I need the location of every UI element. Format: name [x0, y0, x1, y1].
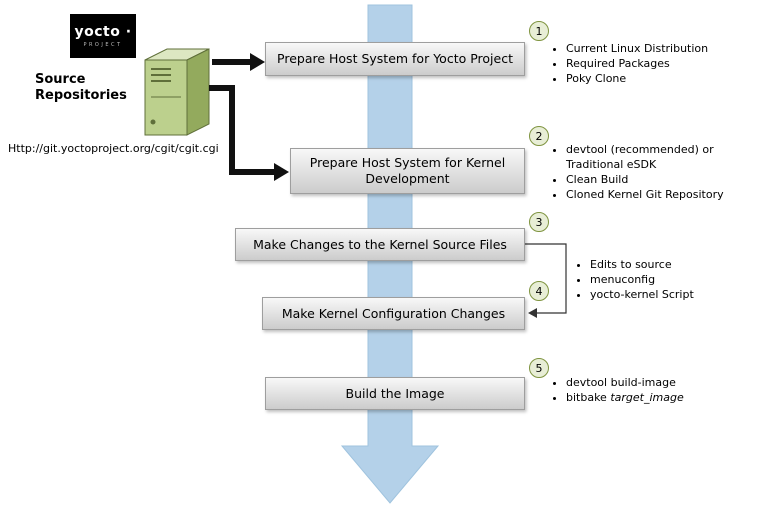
yocto-logo-title: yocto · — [74, 24, 132, 40]
bullet-list-step1: Current Linux Distribution Required Pack… — [552, 41, 708, 86]
server-icon — [144, 48, 210, 136]
step-box-4-label: Make Kernel Configuration Changes — [281, 305, 506, 321]
bullet-item: Clean Build — [566, 172, 738, 187]
bullet-item-italic: target_image — [610, 391, 684, 404]
bullet-list-steps-3-4: Edits to source menuconfig yocto-kernel … — [576, 257, 694, 302]
step-box-2-label: Prepare Host System for Kernel Developme… — [309, 155, 506, 186]
step-box-3-label: Make Changes to the Kernel Source Files — [253, 236, 507, 252]
step-number-3: 3 — [529, 212, 549, 232]
step-number-2: 2 — [529, 126, 549, 146]
bullet-item: menuconfig — [590, 272, 694, 287]
step-box-4: Make Kernel Configuration Changes — [262, 297, 525, 330]
bullet-item: Cloned Kernel Git Repository — [566, 187, 738, 202]
source-repositories-url: Http://git.yoctoproject.org/cgit/cgit.cg… — [8, 142, 219, 155]
source-repositories-label-line2: Repositories — [35, 88, 127, 103]
arrow-to-step1 — [212, 53, 265, 71]
source-repositories-label-line1: Source — [35, 72, 86, 87]
yocto-logo: yocto · PROJECT — [70, 14, 136, 58]
bullet-item: Poky Clone — [566, 71, 708, 86]
bullet-item: devtool build-image — [566, 375, 684, 390]
bullet-item-prefix: bitbake — [566, 391, 611, 404]
bullet-item: Current Linux Distribution — [566, 41, 708, 56]
step-box-5: Build the Image — [265, 377, 525, 410]
step-box-1-label: Prepare Host System for Yocto Project — [277, 51, 513, 66]
bullet-item: Required Packages — [566, 56, 708, 71]
source-repositories-label: Source Repositories — [35, 72, 127, 104]
connector-bracket-steps-3-4 — [525, 243, 567, 318]
step-box-2: Prepare Host System for Kernel Developme… — [290, 148, 525, 194]
bullet-item: yocto-kernel Script — [590, 287, 694, 302]
step-number-1: 1 — [529, 21, 549, 41]
step-number-4: 4 — [529, 281, 549, 301]
bullet-item: devtool (recommended) or Traditional eSD… — [566, 142, 738, 172]
arrow-to-step2 — [209, 85, 289, 181]
bullet-item: Edits to source — [590, 257, 694, 272]
step-number-5: 5 — [529, 358, 549, 378]
step-box-3: Make Changes to the Kernel Source Files — [235, 228, 525, 261]
step-box-1: Prepare Host System for Yocto Project — [265, 42, 525, 76]
bullet-list-step2: devtool (recommended) or Traditional eSD… — [552, 142, 738, 202]
step-box-5-label: Build the Image — [345, 385, 445, 401]
yocto-logo-subtitle: PROJECT — [83, 42, 123, 48]
bullet-list-step5: devtool build-image bitbake target_image — [552, 375, 684, 405]
bullet-item: bitbake target_image — [566, 390, 684, 405]
